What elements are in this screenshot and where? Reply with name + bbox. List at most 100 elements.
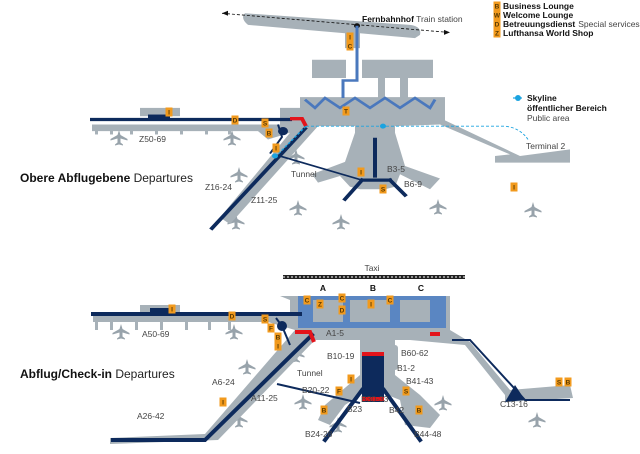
gate-label: B42 (389, 405, 404, 415)
facility-badge: C (303, 295, 311, 305)
facility-badge: B (493, 1, 501, 11)
lower-level-map: Taxi A B C A50-69 A1-5 B10-19 B60-62 B1 (20, 263, 573, 444)
svg-text:S: S (557, 379, 562, 386)
svg-text:Fernbahnhof Train station: Fernbahnhof Train station (362, 14, 463, 24)
facility-badge: Z (316, 299, 324, 309)
facility-badge: C (338, 293, 346, 303)
terminal-2-label: Terminal 2 (526, 141, 565, 151)
gate-label: B23 (347, 404, 362, 414)
facility-badge: I (219, 397, 227, 407)
svg-text:C: C (340, 295, 345, 302)
facility-badge: Z (493, 28, 501, 38)
upper-level-map: Fernbahnhof Train station Terminal 2 Tun… (20, 10, 570, 231)
airplane-icon (332, 214, 350, 230)
airplane-icon (524, 202, 542, 218)
pier-c-walkway (452, 339, 570, 401)
landside-walkway (303, 96, 437, 110)
upper-level-geometry (90, 10, 570, 231)
airplane-icon (230, 412, 248, 428)
facility-badge: B (274, 332, 282, 342)
gate-label: B30-33 (361, 394, 389, 404)
airplane-icon (429, 199, 447, 215)
svg-text:B: B (322, 407, 327, 414)
gate-label: B20-22 (302, 385, 330, 395)
svg-text:C: C (305, 297, 310, 304)
facility-badge: I (165, 107, 173, 117)
airplane-icon (289, 200, 307, 216)
svg-text:I: I (513, 184, 515, 191)
facility-badge: I (347, 374, 355, 384)
svg-text:I: I (350, 376, 352, 383)
facility-badge: D (338, 305, 346, 315)
airplane-icon (294, 394, 312, 410)
airplane-icon (112, 324, 130, 340)
hall-b-label: B (370, 283, 376, 293)
svg-text:S: S (381, 186, 386, 193)
hall-c-label: C (418, 283, 424, 293)
facility-badge: T (342, 106, 350, 116)
airplane-icon (225, 324, 243, 340)
facility-badge: I (274, 341, 282, 351)
airplane-icon (434, 395, 452, 411)
gate-label: A11-25 (251, 393, 278, 403)
svg-text:I: I (370, 301, 372, 308)
svg-text:Z: Z (318, 301, 322, 308)
upper-level-title: Obere Abflugebene Departures (20, 171, 193, 185)
facility-badge: C (386, 295, 394, 305)
svg-text:D: D (340, 307, 345, 314)
junction (278, 126, 288, 136)
svg-text:D: D (233, 117, 238, 124)
pier-building (140, 107, 180, 117)
facility-badge: B (320, 405, 328, 415)
svg-text:F: F (337, 388, 341, 395)
gate-label: A6-24 (212, 377, 235, 387)
svg-text:I: I (222, 399, 224, 406)
gate-label: Z16-24 (205, 182, 232, 192)
facility-badge: W (493, 10, 501, 20)
svg-text:Z: Z (495, 30, 499, 37)
skyline-subtitle: öffentlicher Bereich (527, 103, 607, 113)
pier-b-walkway (362, 352, 384, 402)
arrow-right-icon (444, 29, 450, 35)
svg-text:B: B (495, 3, 500, 10)
facility-badge: S (402, 386, 410, 396)
station-label: Train station (416, 14, 463, 24)
svg-text:D: D (230, 313, 235, 320)
svg-text:I: I (275, 145, 277, 152)
gate-label: B24-28 (305, 429, 333, 439)
facility-badge: S (261, 118, 269, 128)
terminal-1-building (92, 97, 570, 225)
gate-label: B41-43 (406, 376, 434, 386)
facility-badge: I (272, 143, 280, 153)
svg-text:T: T (344, 108, 348, 115)
gate-label: B60-62 (401, 348, 429, 358)
pier-b-walkway (342, 137, 408, 202)
facility-badge: C (346, 41, 354, 51)
skyline-title: Skyline (527, 93, 557, 103)
airplane-icon (110, 130, 128, 146)
skyline-public-area: Public area (527, 113, 570, 123)
facility-badge: F (267, 323, 275, 333)
pier-z-diagonal-walkway (209, 126, 308, 231)
svg-text:C: C (348, 43, 353, 50)
gate-label: B10-19 (327, 351, 355, 361)
rail-line (221, 12, 449, 33)
skyline-station (380, 123, 386, 129)
svg-text:I: I (349, 34, 351, 41)
skyline-route (306, 125, 529, 140)
pier-b60 (390, 345, 398, 370)
station-name: Fernbahnhof (362, 14, 414, 24)
gate-label: B44-48 (414, 429, 442, 439)
svg-text:W: W (494, 12, 501, 19)
gate-label: B6-9 (404, 179, 422, 189)
tunnel-label: Tunnel (291, 169, 317, 179)
facility-badge: I (357, 167, 365, 177)
facility-badge: B (415, 405, 423, 415)
gate-label: C13-16 (500, 399, 528, 409)
gate-label: Z11-25 (251, 195, 278, 205)
svg-text:S: S (404, 388, 409, 395)
tunnel-line (276, 154, 363, 181)
skyline-station (272, 153, 278, 159)
